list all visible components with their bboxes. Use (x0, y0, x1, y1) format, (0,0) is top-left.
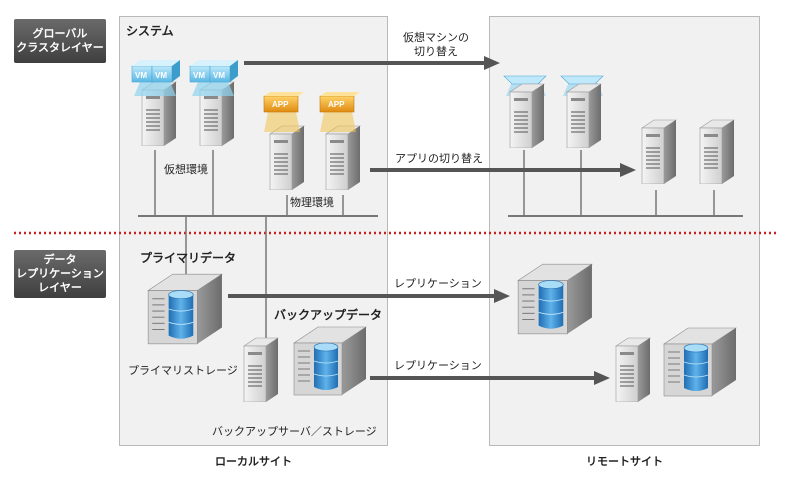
virtual-env-label: 仮想環境 (164, 163, 208, 176)
layer-label-line: グローバル (32, 27, 88, 40)
local-site-label: ローカルサイト (215, 455, 292, 468)
local-bus-drops (154, 150, 344, 345)
vm-switch-arrow (244, 56, 500, 70)
vm-badge-text: VM (213, 71, 225, 80)
replication-label-1: レプリケーション (394, 277, 482, 290)
app-switch-arrow (370, 163, 636, 177)
backup-server (243, 337, 279, 402)
vm-badge-text: VM (135, 71, 147, 80)
vm-badge-text: VM (193, 71, 205, 80)
app-badge-text: APP (272, 100, 289, 109)
vm-badge-text: VM (155, 71, 167, 80)
primary-storage (147, 273, 223, 345)
layer-label-line: データ (43, 253, 77, 266)
vm-switch-label-line: 仮想マシンの (403, 31, 469, 44)
remote-virtual-server (509, 83, 545, 148)
app-switch-label: アプリの切り替え (395, 152, 483, 165)
vm-switch-label: 仮想マシンの 切り替え (396, 31, 476, 59)
replication-arrow-1 (228, 289, 510, 303)
remote-physical-server (641, 119, 677, 184)
remote-physical-server (699, 119, 735, 184)
backup-server-label: バックアップサーバ／ストレージ (212, 425, 377, 438)
layer-label-line: レプリケーション (16, 267, 104, 280)
remote-bus-drops (523, 150, 715, 216)
app-badge-text: APP (328, 100, 345, 109)
layer-label-line: レイヤー (38, 281, 82, 294)
physical-server (269, 125, 305, 190)
primary-storage-label: プライマリストレージ (128, 364, 238, 377)
remote-backup-storage (663, 327, 737, 397)
remote-primary-storage (517, 263, 593, 335)
global-cluster-layer-label: グローバル クラスタレイヤー (14, 19, 106, 63)
vm-stack-icon (189, 60, 238, 96)
vm-switch-label-line: 切り替え (414, 45, 458, 58)
replication-arrow-2 (370, 371, 610, 385)
remote-site-label: リモートサイト (586, 455, 663, 468)
physical-env-label: 物理環境 (290, 196, 334, 209)
data-replication-layer-label: データ レプリケーション レイヤー (14, 250, 106, 298)
backup-data-label: バックアップデータ (274, 308, 383, 322)
layer-label-line: クラスタレイヤー (16, 41, 104, 54)
remote-backup-server (615, 337, 651, 402)
physical-server (325, 125, 361, 190)
vm-stack-icon (131, 60, 180, 96)
app-icon (263, 92, 304, 132)
system-label: システム (126, 24, 174, 38)
app-icon (319, 92, 360, 132)
backup-storage (293, 326, 367, 396)
primary-data-label: プライマリデータ (140, 251, 237, 265)
remote-virtual-server (566, 83, 602, 148)
replication-label-2: レプリケーション (394, 359, 482, 372)
